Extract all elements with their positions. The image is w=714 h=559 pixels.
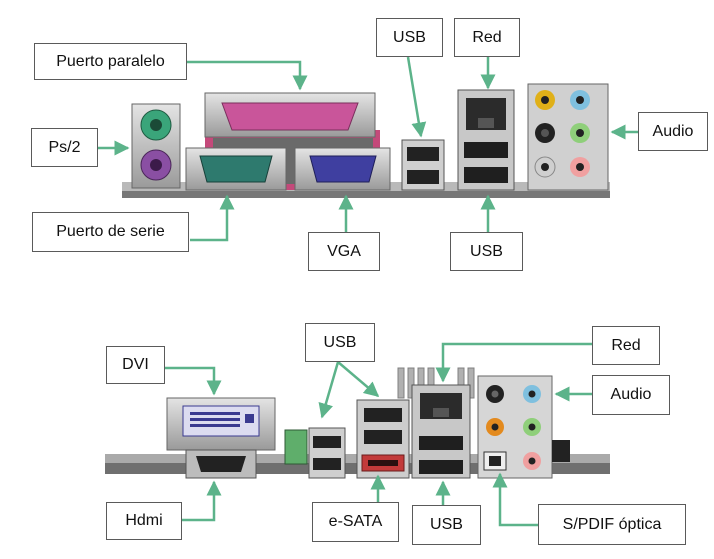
label-usb-top-left: USB [376, 18, 443, 57]
label-vga: VGA [308, 232, 380, 271]
label-audio-top: Audio [638, 112, 708, 151]
label-usb-bottom: USB [412, 505, 481, 545]
label-red-bottom: Red [592, 326, 660, 365]
label-red-top: Red [454, 18, 520, 57]
bottom-arrows [165, 342, 592, 527]
label-parallel-port: Puerto paralelo [34, 43, 187, 80]
label-spdif: S/PDIF óptica [538, 504, 686, 545]
label-serial-port: Puerto de serie [32, 212, 189, 252]
top-arrows [97, 56, 638, 242]
label-hdmi: Hdmi [106, 502, 182, 540]
label-ps2: Ps/2 [31, 128, 98, 167]
label-audio-bottom: Audio [592, 375, 670, 415]
top-io-panel [122, 83, 610, 198]
label-esata: e-SATA [312, 502, 399, 542]
label-usb-top-right: USB [450, 232, 523, 271]
label-dvi: DVI [106, 346, 165, 384]
bottom-io-panel [105, 367, 610, 479]
usb-port-pair-mid [308, 427, 346, 479]
label-usb-mid: USB [305, 323, 375, 362]
